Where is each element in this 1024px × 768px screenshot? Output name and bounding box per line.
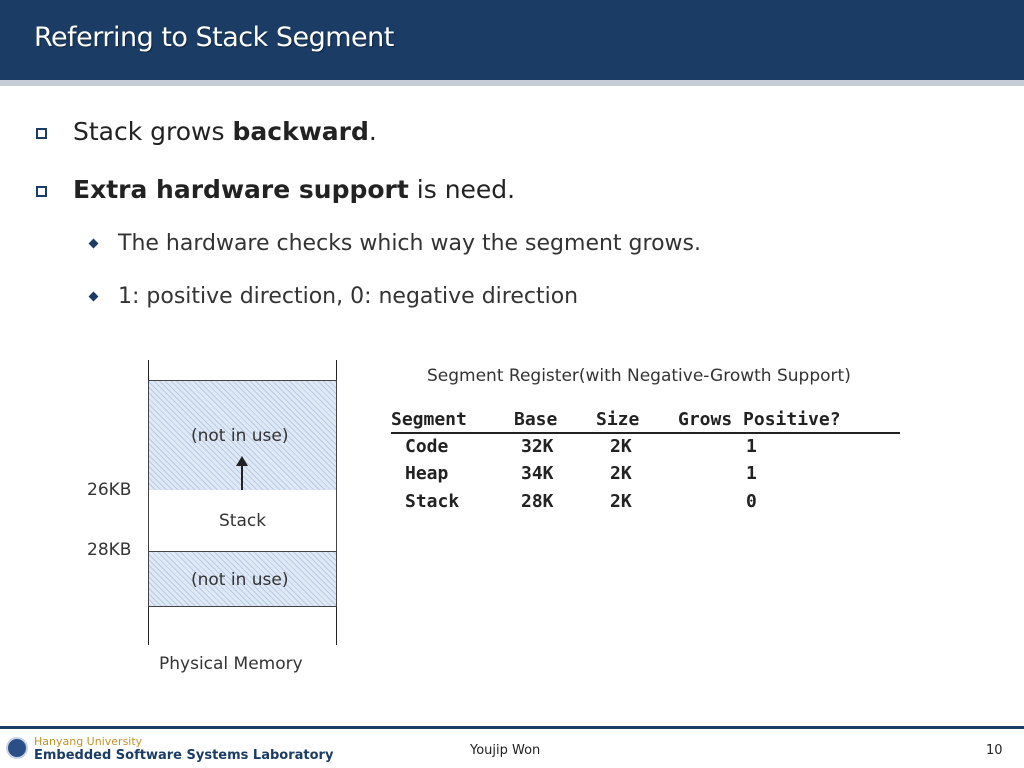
table-header-base: Base (514, 409, 558, 430)
square-bullet-icon (36, 128, 47, 139)
table-cell-size: 2K (610, 491, 632, 512)
footer-lab-name: Embedded Software Systems Laboratory (34, 748, 334, 763)
bullet-1-bold: backward (232, 117, 369, 146)
table-cell-segment: Code (405, 436, 449, 457)
memory-region-stack (148, 490, 337, 552)
up-arrow-shaft (241, 462, 243, 490)
up-arrow-icon (236, 456, 248, 466)
memory-region-not-in-use-bottom (148, 551, 337, 607)
bullet-2-after: is need. (408, 175, 516, 204)
table-cell-base: 28K (521, 491, 554, 512)
footer-university: Hanyang University (34, 735, 143, 748)
not-in-use-bottom-label: (not in use) (191, 570, 289, 590)
footer-author: Youjip Won (470, 743, 541, 758)
slide-title: Referring to Stack Segment (34, 22, 394, 53)
segment-register-table-title: Segment Register(with Negative-Growth Su… (427, 366, 851, 386)
sub-bullet-2: 1: positive direction, 0: negative direc… (118, 284, 579, 309)
university-logo-icon (6, 737, 28, 759)
sub-bullet-1: The hardware checks which way the segmen… (118, 231, 701, 256)
table-header-size: Size (596, 409, 640, 430)
title-bar (0, 0, 1024, 80)
page-number: 10 (986, 743, 1003, 758)
bullet-1-plain: Stack grows (73, 117, 233, 146)
bullet-2: Extra hardware support is need. (73, 175, 515, 204)
footer-rule (0, 726, 1024, 729)
diamond-bullet-icon (88, 238, 99, 249)
physical-memory-caption: Physical Memory (159, 654, 303, 674)
table-cell-grows: 0 (746, 491, 757, 512)
table-cell-base: 32K (521, 436, 554, 457)
table-header-grows-positive: Grows Positive? (678, 409, 841, 430)
table-header-rule (391, 432, 900, 434)
table-cell-segment: Stack (405, 491, 460, 512)
table-cell-size: 2K (610, 463, 632, 484)
table-cell-size: 2K (610, 436, 632, 457)
address-26kb-label: 26KB (87, 480, 132, 500)
address-28kb-label: 28KB (87, 540, 132, 560)
diamond-bullet-icon (88, 291, 99, 302)
bullet-1: Stack grows backward. (73, 117, 377, 146)
stack-label: Stack (219, 511, 267, 531)
title-bar-underline (0, 80, 1024, 86)
not-in-use-top-label: (not in use) (191, 426, 289, 446)
table-cell-grows: 1 (746, 463, 757, 484)
table-cell-segment: Heap (405, 463, 449, 484)
bullet-2-bold: Extra hardware support (73, 175, 409, 204)
square-bullet-icon (36, 186, 47, 197)
bullet-1-after: . (368, 117, 377, 146)
table-cell-base: 34K (521, 463, 554, 484)
table-cell-grows: 1 (746, 436, 757, 457)
table-header-segment: Segment (391, 409, 467, 430)
